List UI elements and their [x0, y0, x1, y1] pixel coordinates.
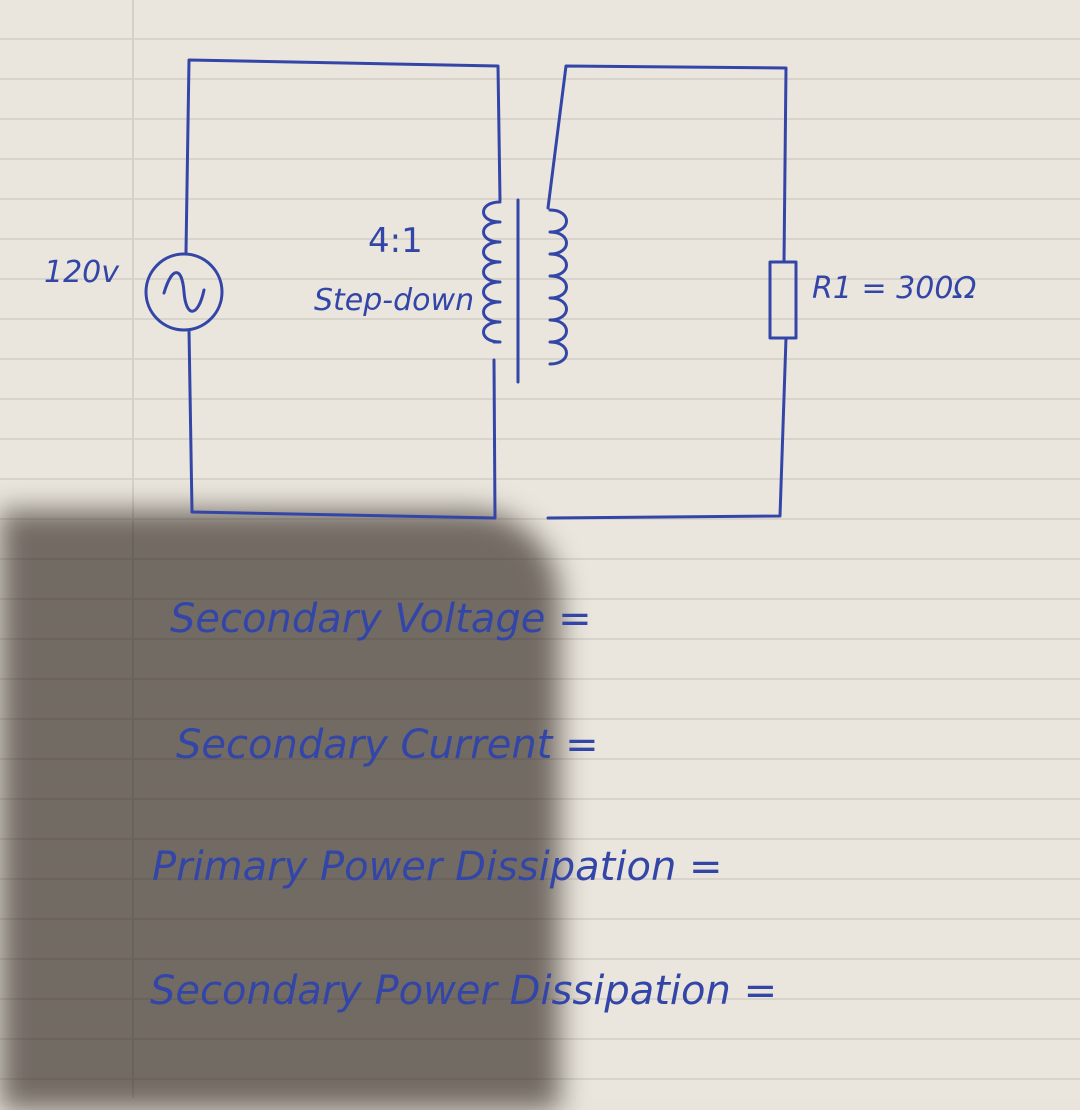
primary-wire-bottom	[187, 328, 497, 520]
type-label: Step-down	[314, 283, 474, 318]
resistor-icon	[768, 260, 798, 340]
sine-wave-icon	[162, 271, 206, 313]
question-secondary-voltage: Secondary Voltage =	[170, 596, 592, 642]
ac-source-icon	[144, 252, 224, 332]
source-label: 120v	[44, 255, 120, 290]
question-primary-power: Primary Power Dissipation =	[152, 844, 723, 890]
primary-wire	[184, 58, 502, 254]
question-secondary-power: Secondary Power Dissipation =	[150, 968, 777, 1014]
secondary-wire-bottom	[546, 336, 788, 520]
secondary-wire	[546, 64, 788, 264]
resistor-label: R1 = 300Ω	[812, 271, 976, 306]
primary-coil-icon	[482, 200, 502, 344]
hand-shadow	[0, 510, 560, 1110]
question-secondary-current: Secondary Current =	[176, 722, 599, 768]
secondary-coil-icon	[548, 208, 568, 366]
ratio-label: 4:1	[368, 221, 423, 261]
